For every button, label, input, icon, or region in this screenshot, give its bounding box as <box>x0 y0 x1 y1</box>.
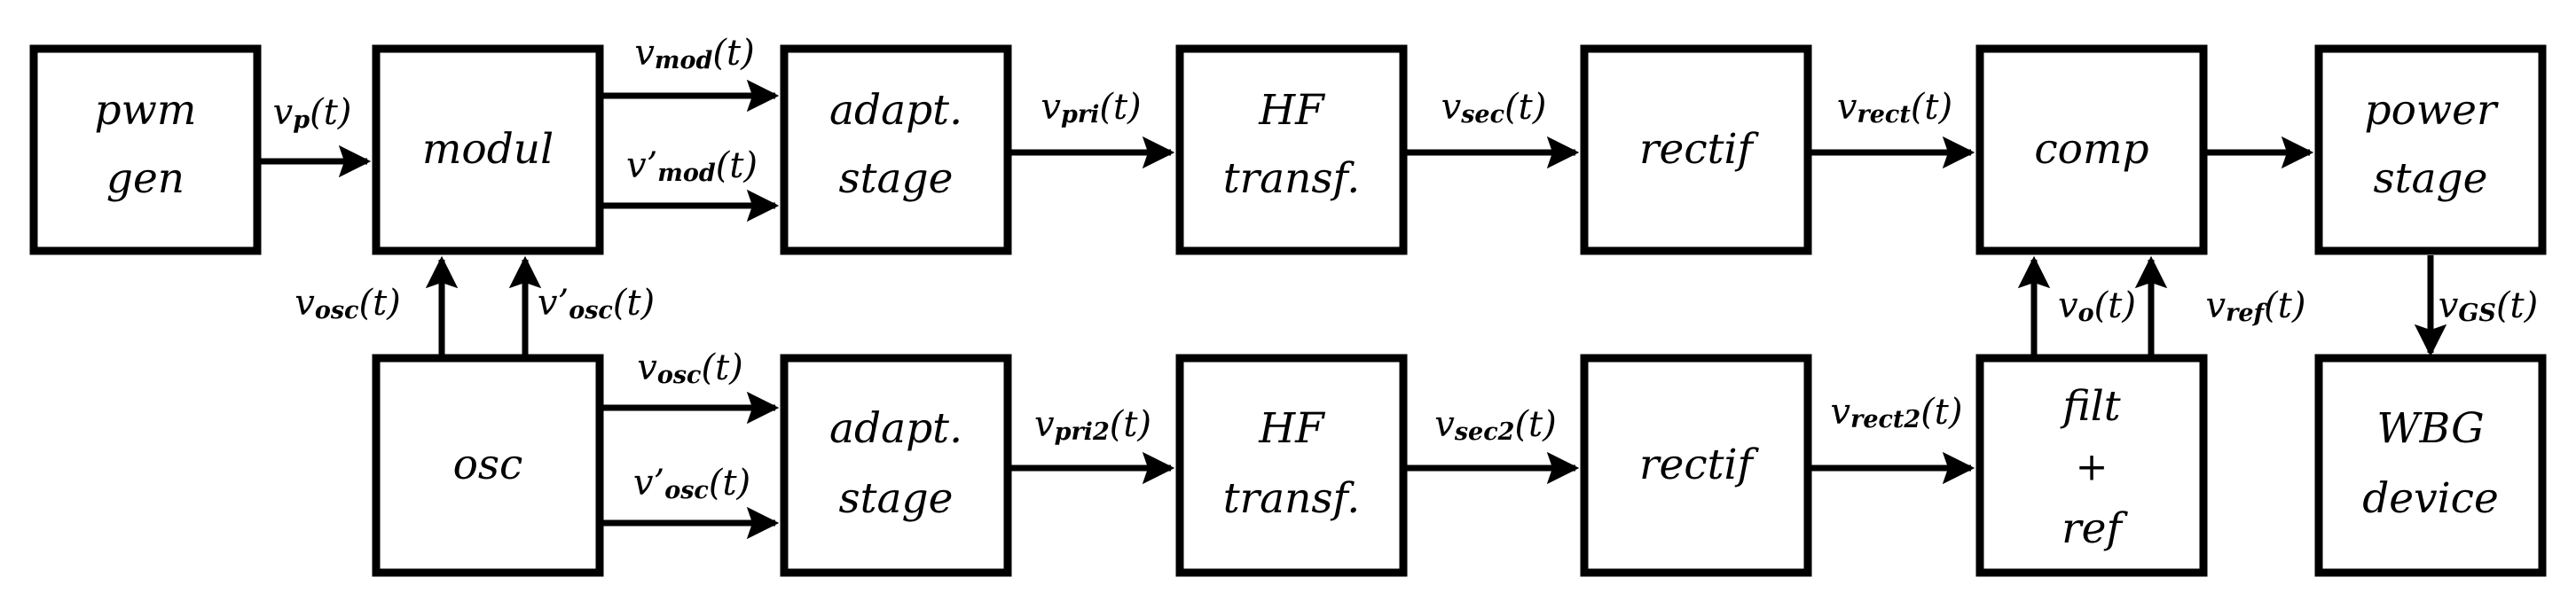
block-rect-power-stage <box>2314 44 2547 255</box>
block-rectif-1[interactable]: rectif <box>1580 44 1812 255</box>
block-rect-modul <box>372 44 604 255</box>
signal-label-v-sec: vsec(t) <box>1441 87 1547 129</box>
block-label-filt-ref-line1: filt <box>2060 382 2120 431</box>
block-label-adapt-stage-2-line1: adapt. <box>829 404 962 453</box>
block-rect-adapt-stage-1 <box>780 44 1012 255</box>
block-rect-rectif-1 <box>1580 44 1812 255</box>
block-label-comp-line1: comp <box>2034 125 2148 174</box>
signal-label-v-pri: vpri(t) <box>1041 87 1141 129</box>
block-power-stage[interactable]: power stage <box>2314 44 2547 255</box>
block-label-modul-line1: modul <box>422 125 554 174</box>
block-rect-wbg-device <box>2314 354 2547 577</box>
block-label-power-stage-line2: stage <box>2374 154 2488 203</box>
signal-label-v-ref: vref(t) <box>2206 285 2306 327</box>
block-label-filt-ref-line2: + <box>2076 445 2109 490</box>
block-label-pwm-gen-line2: gen <box>106 154 185 203</box>
block-rect-osc <box>372 354 604 577</box>
block-label-adapt-stage-1-line2: stage <box>839 154 954 203</box>
block-label-power-stage-line1: power <box>2365 86 2499 135</box>
signal-label-v-sec2: vsec2(t) <box>1434 404 1557 446</box>
signal-label-v-pri2: vpri2(t) <box>1034 404 1151 446</box>
block-label-adapt-stage-1-line1: adapt. <box>829 86 962 135</box>
block-label-rectif-1-line1: rectif <box>1639 125 1760 174</box>
block-hf-transf-1[interactable]: HF transf. <box>1175 44 1408 255</box>
block-label-filt-ref-line3: ref <box>2062 504 2128 553</box>
block-label-rectif-2-line1: rectif <box>1639 441 1760 489</box>
block-comp[interactable]: comp <box>1975 44 2208 255</box>
block-hf-transf-2[interactable]: HF transf. <box>1175 354 1408 577</box>
block-rect-rectif-2 <box>1580 354 1812 577</box>
block-rect-filt-ref <box>1975 354 2208 577</box>
signal-label-v-mod: vmod(t) <box>634 33 754 74</box>
block-rect-pwm-gen <box>29 44 262 255</box>
block-modul[interactable]: modul <box>372 44 604 255</box>
block-label-adapt-stage-2-line2: stage <box>839 474 954 523</box>
block-rect-comp <box>1975 44 2208 255</box>
block-label-wbg-device-line1: WBG <box>2376 404 2484 453</box>
signal-label-v-osc-up: vosc(t) <box>295 283 401 324</box>
block-label-hf-transf-2-line2: transf. <box>1223 474 1360 523</box>
signal-label-v-o: vo(t) <box>2058 285 2136 327</box>
block-rectif-2[interactable]: rectif <box>1580 354 1812 577</box>
block-label-pwm-gen-line1: pwm <box>95 86 197 135</box>
block-rect-hf-transf-1 <box>1175 44 1408 255</box>
block-label-osc-line1: osc <box>453 441 523 489</box>
signal-label-v-osc-prime: v’osc(t) <box>633 463 750 504</box>
block-adapt-stage-1[interactable]: adapt. stage <box>780 44 1012 255</box>
block-adapt-stage-2[interactable]: adapt. stage <box>780 354 1012 577</box>
signal-label-v-osc-prime-up: v’osc(t) <box>538 283 655 324</box>
block-label-wbg-device-line2: device <box>2362 474 2499 523</box>
signal-label-v-rect2: vrect2(t) <box>1830 392 1962 433</box>
block-rect-hf-transf-2 <box>1175 354 1408 577</box>
block-filt-ref[interactable]: filt + ref <box>1975 354 2208 577</box>
signal-label-v-p: vp(t) <box>273 92 352 134</box>
block-osc[interactable]: osc <box>372 354 604 577</box>
block-label-hf-transf-1-line2: transf. <box>1223 154 1360 203</box>
signal-label-v-mod-prime: v’mod(t) <box>626 145 758 187</box>
signal-label-v-gs: vGS(t) <box>2439 285 2538 327</box>
block-label-hf-transf-1-line1: HF <box>1258 86 1325 135</box>
block-wbg-device[interactable]: WBG device <box>2314 354 2547 577</box>
block-rect-adapt-stage-2 <box>780 354 1012 577</box>
signal-label-v-rect: vrect(t) <box>1837 87 1952 129</box>
signal-label-v-osc: vosc(t) <box>637 347 743 389</box>
block-label-hf-transf-2-line1: HF <box>1258 404 1325 453</box>
block-pwm-gen[interactable]: pwm gen <box>29 44 262 255</box>
